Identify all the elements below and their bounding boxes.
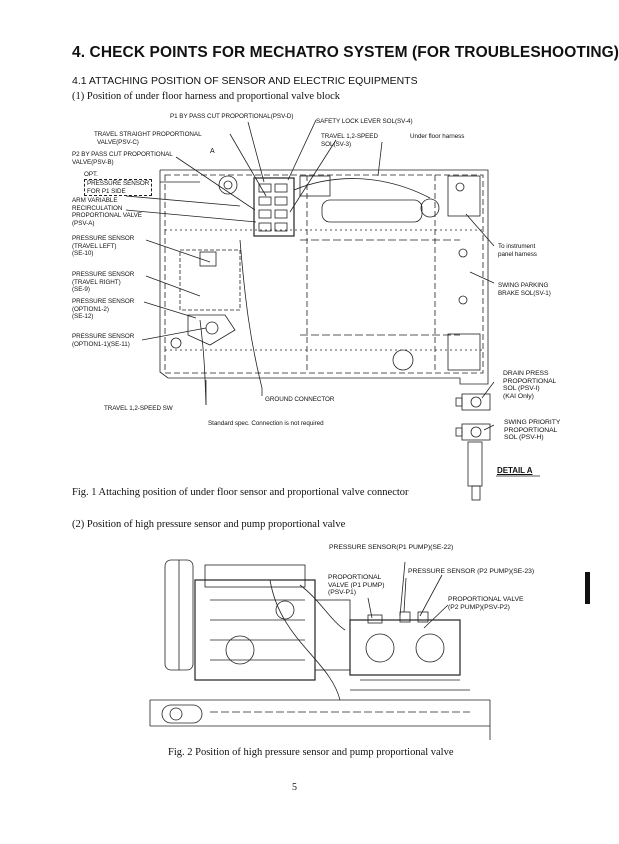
label-ps-p2-pump: PRESSURE SENSOR (P2 PUMP)(SE-23) [408, 568, 535, 575]
label-drain-press: DRAIN PRESS PROPORTIONAL SOL (PSV-I) (KA… [503, 370, 557, 400]
label-opt: OPT. [84, 171, 98, 178]
label-travel-straight: TRAVEL STRAIGHT PROPORTIONAL VALVE(PSV-C… [94, 131, 202, 146]
label-arm-variable: ARM VARIABLE RECIRCULATION PROPORTIONAL … [72, 197, 142, 227]
label-se10: PRESSURE SENSOR (TRAVEL LEFT) (SE-10) [72, 235, 135, 258]
item-heading-2: (2) Position of high pressure sensor and… [72, 519, 346, 530]
label-p1-bypass: P1 BY PASS CUT PROPORTIONAL(PSV-D) [170, 113, 294, 120]
label-safety-lock: SAFETY LOCK LEVER SOL(SV-4) [316, 118, 413, 125]
label-standard-spec: Standard spec. Connection is not require… [208, 420, 324, 427]
subsection-title: 4.1 ATTACHING POSITION OF SENSOR AND ELE… [72, 75, 418, 87]
fig2-drawing [149, 559, 491, 740]
label-ground-connector: GROUND CONNECTOR [265, 396, 335, 403]
label-under-floor-harness: Under floor harness [410, 133, 465, 140]
label-ps-p1-pump: PRESSURE SENSOR(P1 PUMP)(SE-22) [329, 544, 454, 551]
label-se11: PRESSURE SENSOR (OPTION1-1)(SE-11) [72, 333, 135, 348]
fig1-drawing [125, 119, 540, 501]
label-se12: PRESSURE SENSOR (OPTION1-2) (SE-12) [72, 298, 135, 321]
section-title: 4. CHECK POINTS FOR MECHATRO SYSTEM (FOR… [72, 44, 619, 61]
label-detail-a: DETAIL A [497, 466, 533, 475]
page-number: 5 [292, 782, 297, 793]
label-travel-12-speed-sol: TRAVEL 1,2-SPEED SOL(SV-3) [321, 133, 378, 148]
edge-tab-mark [585, 572, 590, 604]
label-swing-priority: SWING PRIORITY PROPORTIONAL SOL (PSV-H) [504, 419, 561, 442]
label-p2-bypass: P2 BY PASS CUT PROPORTIONAL VALVE(PSV-B) [72, 151, 173, 166]
fig2-caption: Fig. 2 Position of high pressure sensor … [168, 747, 454, 758]
item-heading-1: (1) Position of under floor harness and … [72, 91, 340, 102]
label-marker-a: A [210, 148, 215, 155]
label-pv-p2-pump: PROPORTIONAL VALVE (P2 PUMP)(PSV-P2) [448, 596, 524, 611]
label-instrument-harness: To instrument panel harness [498, 243, 537, 258]
fig1-caption: Fig. 1 Attaching position of under floor… [72, 487, 409, 498]
label-se9: PRESSURE SENSOR (TRAVEL RIGHT) (SE-9) [72, 271, 135, 294]
label-pressure-sensor-p1: PRESSURE SENSOR FOR P1 SIDE [84, 179, 153, 197]
label-travel-sw: TRAVEL 1,2-SPEED SW [104, 405, 173, 412]
label-pv-p1-pump: PROPORTIONAL VALVE (P1 PUMP) (PSV-P1) [328, 574, 385, 597]
label-swing-parking: SWING PARKING BRAKE SOL(SV-1) [498, 282, 551, 297]
